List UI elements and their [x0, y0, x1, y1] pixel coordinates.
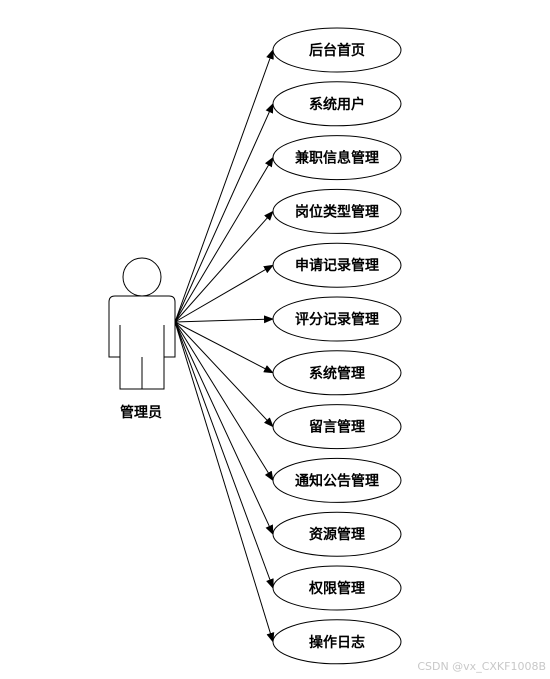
association-arrow [174, 102, 274, 323]
use-case-ellipse [272, 511, 402, 557]
association-arrow [174, 321, 274, 536]
use-case-ellipse [272, 296, 402, 342]
association-arrow [174, 315, 274, 324]
use-case: 资源管理 [272, 511, 402, 557]
use-case-label: 岗位类型管理 [295, 203, 379, 220]
use-case-label: 权限管理 [308, 580, 365, 597]
use-case-ellipse [272, 619, 402, 665]
association-arrow [174, 321, 274, 482]
actor-head [122, 257, 162, 297]
use-case-label: 系统用户 [309, 96, 365, 113]
use-case: 评分记录管理 [272, 296, 402, 342]
use-case-ellipse [272, 242, 402, 288]
association-arrow [174, 264, 274, 323]
actor-figure: 管理员 [108, 257, 176, 421]
use-case: 申请记录管理 [272, 242, 402, 288]
use-case-list: 后台首页系统用户兼职信息管理岗位类型管理申请记录管理评分记录管理系统管理留言管理… [272, 27, 402, 665]
use-case-ellipse [272, 565, 402, 611]
use-case: 通知公告管理 [272, 457, 402, 503]
use-case: 系统用户 [272, 81, 402, 127]
association-arrow [174, 321, 274, 374]
use-case: 后台首页 [272, 27, 402, 73]
use-case-ellipse [272, 188, 402, 234]
use-case-ellipse [272, 135, 402, 181]
use-case-label: 留言管理 [309, 419, 365, 436]
use-case-ellipse [272, 350, 402, 396]
actor-body [108, 295, 176, 390]
use-case-label: 评分记录管理 [295, 311, 379, 328]
watermark: CSDN @vx_CXKF1008B [417, 660, 546, 673]
use-case-ellipse [272, 457, 402, 503]
use-case: 留言管理 [272, 404, 402, 450]
association-arrow [174, 321, 274, 589]
use-case-ellipse [272, 81, 402, 127]
use-case: 权限管理 [272, 565, 402, 611]
use-case-label: 操作日志 [309, 634, 365, 651]
association-arrow [174, 321, 275, 643]
use-case-ellipse [272, 404, 402, 450]
use-case-label: 通知公告管理 [295, 472, 379, 489]
use-case-ellipse [272, 27, 402, 73]
actor-label: 管理员 [120, 404, 162, 421]
use-case-label: 系统管理 [309, 365, 365, 382]
association-arrow [174, 210, 274, 323]
use-case-label: 兼职信息管理 [295, 150, 379, 167]
use-case-label: 资源管理 [309, 526, 365, 543]
use-case: 兼职信息管理 [272, 135, 402, 181]
association-arrow [174, 321, 274, 428]
use-case-label: 后台首页 [309, 42, 365, 59]
association-arrows [174, 49, 275, 643]
use-case-label: 申请记录管理 [295, 257, 379, 274]
use-case: 操作日志 [272, 619, 402, 665]
association-arrow [174, 156, 274, 323]
use-case: 系统管理 [272, 350, 402, 396]
association-arrow [174, 49, 274, 323]
use-case: 岗位类型管理 [272, 188, 402, 234]
